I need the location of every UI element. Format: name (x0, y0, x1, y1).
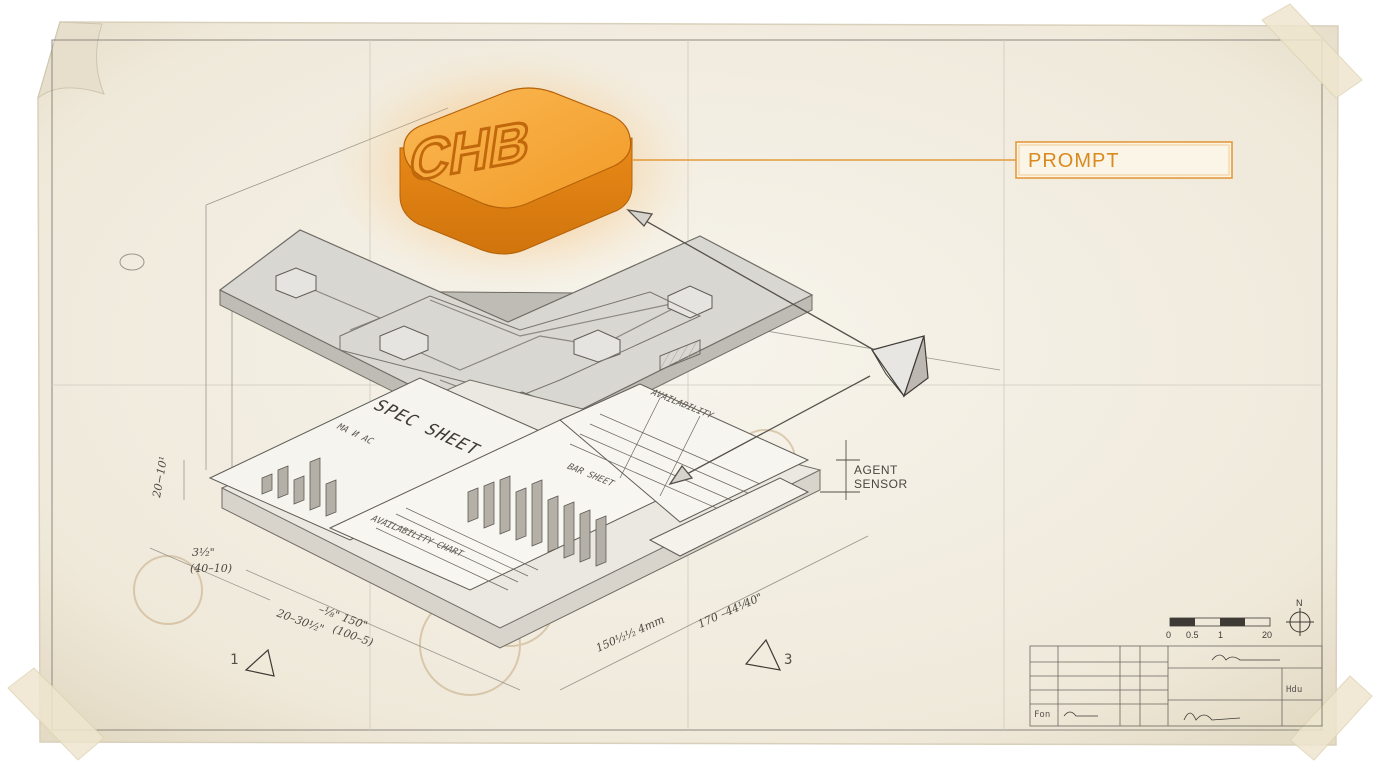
agent-sensor-prism (871, 335, 929, 398)
dim-left-height: 3¹⁄₂" (192, 546, 215, 559)
scale-tick-0: 0 (1166, 630, 1171, 640)
sensor-arrows (626, 209, 875, 486)
paper-curl (37, 21, 105, 100)
title-block-label: Fon (1034, 710, 1050, 720)
logo-block: CHB (399, 87, 633, 255)
title-block-note: Hdu (1286, 685, 1302, 695)
availability-rows (569, 397, 761, 515)
prompt-label-box: PROMPT (1015, 141, 1233, 179)
view-marker-1: 1 (230, 652, 238, 668)
scale-bar: 0 0.5 1 20 (1166, 617, 1272, 640)
bottom-sheet (648, 477, 810, 557)
availability-table (375, 507, 539, 591)
agent-sensor-label-2: SENSOR (854, 477, 908, 491)
prompt-label: PROMPT (1028, 150, 1120, 172)
pin-marker (119, 253, 145, 271)
north-arrow: N (1286, 598, 1314, 636)
scale-tick-3: 20 (1262, 630, 1272, 640)
availability-sheet (559, 383, 810, 523)
agent-sensor-label-1: AGENT (854, 463, 898, 477)
tape-pieces (7, 3, 1373, 761)
dim-left-height-sub: (40–10) (190, 562, 232, 575)
title-block (1029, 645, 1323, 727)
view-marker-3: 3 (784, 652, 792, 668)
bar-sheet-bars (467, 475, 607, 567)
document-stack: SPEC SHEET MA И AC BAR SHEET AVAILABILIT… (208, 377, 822, 649)
scale-tick-1: 0.5 (1186, 630, 1199, 640)
spec-sheet-bars (261, 457, 337, 517)
view-markers (244, 638, 782, 677)
agent-sensor-callout: AGENT SENSOR (820, 440, 908, 500)
north-label: N (1296, 598, 1303, 608)
scale-tick-2: 1 (1218, 630, 1223, 640)
